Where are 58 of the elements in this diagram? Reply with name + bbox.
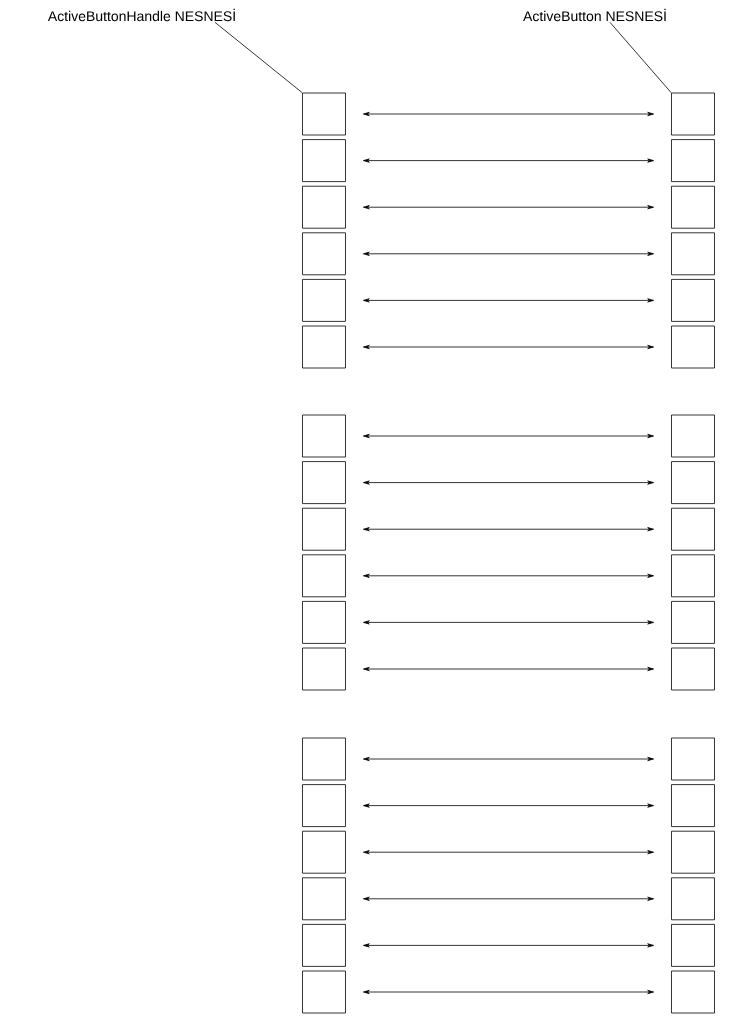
square-box: [671, 784, 715, 827]
square-box: [302, 414, 346, 458]
square-box: [671, 601, 715, 644]
square-box: [302, 877, 346, 921]
square-box: [671, 461, 715, 504]
square-box: [302, 784, 346, 827]
arrow: [363, 433, 654, 439]
square-box: [302, 185, 346, 229]
arrow: [363, 298, 654, 303]
square-box: [671, 92, 715, 136]
arrow: [363, 480, 654, 485]
square-box: [302, 461, 346, 504]
square-box: [302, 924, 346, 967]
square-box: [671, 139, 715, 182]
square-box: [671, 325, 715, 369]
square-box: [671, 185, 715, 229]
square-box: [671, 830, 715, 874]
square-box: [671, 414, 715, 458]
arrow: [363, 111, 654, 117]
arrow: [363, 573, 654, 578]
arrow: [363, 850, 654, 855]
square-box: [671, 647, 715, 691]
square-box: [302, 507, 346, 551]
arrow: [363, 666, 654, 672]
square-box: [671, 507, 715, 551]
square-box: [302, 232, 346, 276]
arrow: [363, 756, 654, 762]
square-box: [302, 554, 346, 598]
square-box: [671, 554, 715, 598]
square-box: [671, 737, 715, 781]
square-box: [302, 601, 346, 644]
square-box: [302, 737, 346, 781]
square-box: [302, 325, 346, 369]
square-box: [302, 970, 346, 1014]
square-box: [302, 279, 346, 322]
square-box: [302, 830, 346, 874]
arrow: [363, 989, 654, 995]
arrow: [363, 527, 654, 532]
arrow: [363, 943, 654, 948]
square-box: [302, 647, 346, 691]
square-box: [671, 924, 715, 967]
leader-line: [609, 21, 672, 93]
square-box: [671, 877, 715, 921]
arrow: [363, 205, 654, 210]
arrow: [363, 620, 654, 625]
leader-line: [214, 21, 303, 93]
object-label: ActiveButton NESNESİ: [523, 8, 666, 22]
arrow: [363, 803, 654, 808]
arrow: [363, 251, 654, 256]
arrow: [363, 896, 654, 901]
arrow: [363, 344, 654, 350]
arrow: [363, 158, 654, 163]
square-box: [302, 139, 346, 182]
object-label: ActiveButtonHandle NESNESİ: [47, 8, 235, 22]
square-box: [302, 92, 346, 136]
square-box: [671, 232, 715, 276]
square-box: [671, 279, 715, 322]
square-box: [671, 970, 715, 1014]
